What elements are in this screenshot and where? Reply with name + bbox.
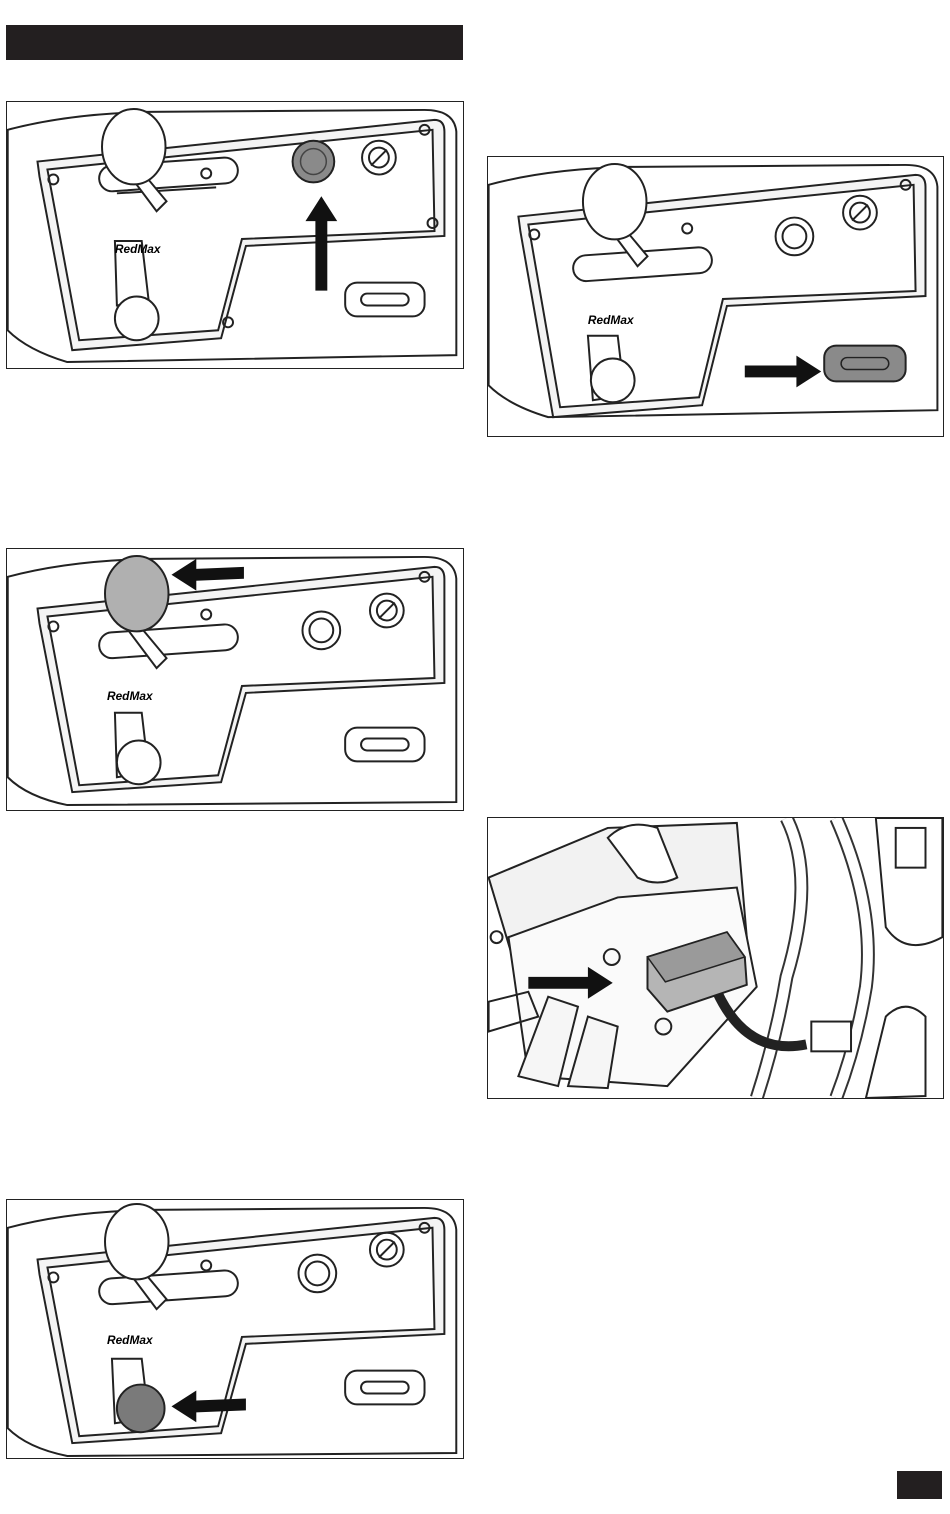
- control-panel-illustration: RedMax: [7, 549, 463, 810]
- figure-pto-switch: RedMax: [487, 156, 944, 437]
- figure-fuse-box: [487, 817, 944, 1099]
- engine-bay-illustration: [488, 818, 943, 1098]
- brand-label: RedMax: [115, 242, 162, 256]
- ignition-key-highlight: [117, 1385, 165, 1433]
- control-panel-illustration: RedMax: [7, 102, 463, 368]
- figure-choke-control: RedMax: [6, 101, 464, 369]
- throttle-lever-highlight: [105, 556, 169, 631]
- brand-label: RedMax: [588, 313, 635, 327]
- brand-label: RedMax: [107, 1333, 154, 1347]
- control-panel-illustration: RedMax: [7, 1200, 463, 1458]
- page-number-tab: [897, 1471, 942, 1499]
- brand-label: RedMax: [107, 689, 154, 703]
- figure-ignition-key: RedMax: [6, 1199, 464, 1459]
- control-panel-illustration: RedMax: [488, 157, 943, 436]
- figure-throttle-lever: RedMax: [6, 548, 464, 811]
- choke-knob-highlight: [293, 141, 335, 183]
- section-header-bar: [6, 25, 463, 60]
- pto-switch-highlight: [824, 346, 905, 382]
